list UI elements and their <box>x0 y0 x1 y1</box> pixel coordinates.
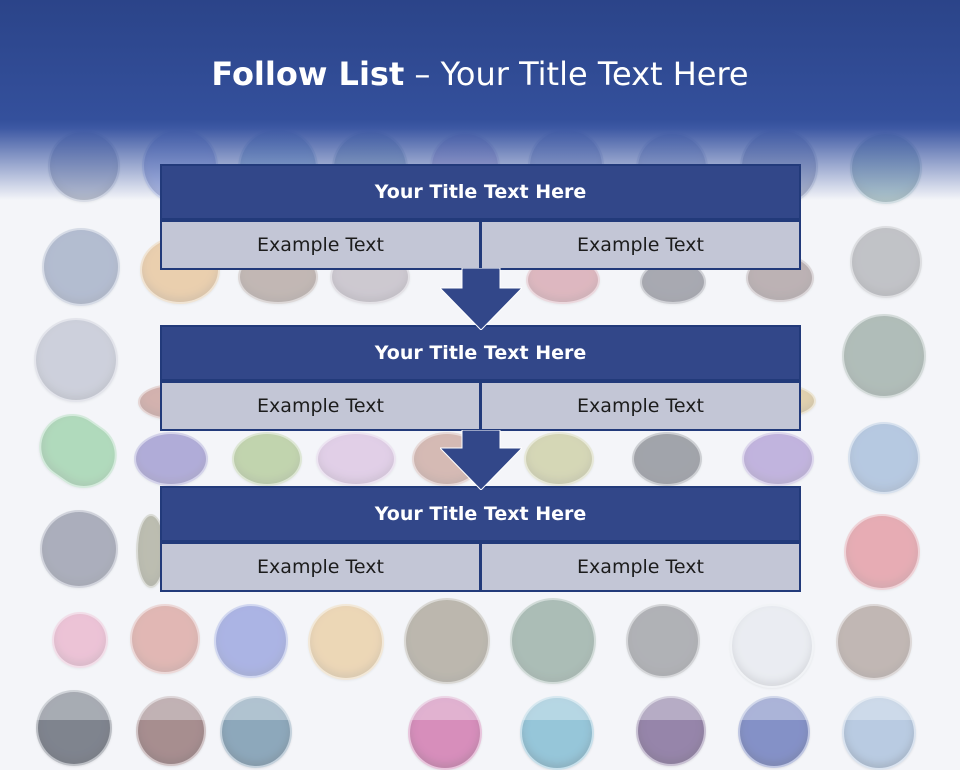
decorative-button <box>510 598 596 684</box>
step-left-cell: Example Text <box>160 381 481 431</box>
down-arrow-icon <box>440 430 522 490</box>
decorative-button <box>34 318 118 402</box>
step-left-cell: Example Text <box>160 542 481 592</box>
decorative-button <box>844 514 920 590</box>
decorative-button <box>52 612 108 668</box>
decorative-button <box>316 432 396 486</box>
step-right-cell: Example Text <box>481 381 801 431</box>
step-row: Example Text Example Text <box>160 220 801 270</box>
step-row: Example Text Example Text <box>160 542 801 592</box>
step-row: Example Text Example Text <box>160 381 801 431</box>
step-panel-1: Your Title Text Here Example Text Exampl… <box>160 164 801 270</box>
step-right-cell: Example Text <box>481 220 801 270</box>
down-arrow-icon <box>440 268 522 330</box>
step-panel-3: Your Title Text Here Example Text Exampl… <box>160 486 801 592</box>
decorative-button <box>850 226 922 298</box>
decorative-button <box>626 604 700 678</box>
step-title: Your Title Text Here <box>160 164 801 220</box>
decorative-button <box>404 598 490 684</box>
decorative-button <box>836 604 912 680</box>
decorative-button <box>848 422 920 494</box>
step-title: Your Title Text Here <box>160 325 801 381</box>
decorative-button <box>308 604 384 680</box>
slide-title-rest: – Your Title Text Here <box>404 55 749 93</box>
decorative-button <box>130 604 200 674</box>
step-left-cell: Example Text <box>160 220 481 270</box>
decorative-button <box>40 510 118 588</box>
decorative-button <box>42 228 120 306</box>
decorative-button <box>232 432 302 486</box>
decorative-button <box>632 432 702 486</box>
decorative-button <box>524 432 594 486</box>
step-panel-2: Your Title Text Here Example Text Exampl… <box>160 325 801 431</box>
decorative-button <box>730 604 814 688</box>
step-right-cell: Example Text <box>481 542 801 592</box>
slide-title: Follow List – Your Title Text Here <box>0 55 960 93</box>
decorative-button <box>214 604 288 678</box>
decorative-button <box>134 432 208 486</box>
decorative-button <box>842 314 926 398</box>
decorative-button <box>742 432 814 486</box>
step-title: Your Title Text Here <box>160 486 801 542</box>
slide-title-bold: Follow List <box>211 55 405 93</box>
